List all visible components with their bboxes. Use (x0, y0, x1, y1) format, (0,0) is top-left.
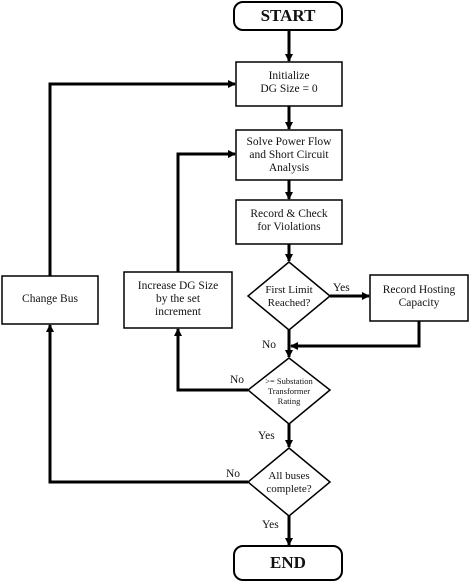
edge-yes-all-buses: Yes (262, 519, 279, 531)
arrow-substation-no (174, 328, 248, 392)
record-check-label: Record & Check for Violations (250, 208, 328, 234)
edge-no-all-buses: No (226, 468, 241, 480)
initialize-label: Initialize DG Size = 0 (260, 70, 318, 96)
change-bus-label: Change Bus (22, 293, 78, 305)
increase-dg-label: Increase DG Size by the set increment (137, 280, 219, 319)
initialize-box (235, 61, 343, 107)
record-check-box (235, 199, 343, 245)
start-label: START (260, 6, 316, 25)
all-buses-label: All buses complete? (266, 470, 312, 495)
arrow-increase-to-solve (176, 150, 236, 272)
arrow-change-bus-to-init (48, 80, 236, 276)
edge-yes-first-limit: Yes (333, 282, 350, 294)
first-limit-label: First Limit Reached? (265, 284, 313, 309)
increase-dg-box (123, 271, 233, 329)
solve-label: Solve Power Flow and Short Circuit Analy… (246, 136, 332, 175)
edge-no-substation: No (230, 374, 245, 386)
end-label: END (270, 553, 306, 572)
edge-yes-substation: Yes (258, 430, 275, 442)
arrow-all-buses-no (46, 324, 248, 484)
record-hosting-label: Record Hosting Capacity (382, 284, 456, 310)
end-terminal (233, 545, 343, 581)
substation-label: >= Substation Transformer Rating (265, 376, 313, 406)
edge-no-first-limit: No (262, 339, 277, 351)
arrow-record-hosting-return (290, 321, 421, 350)
solve-box (235, 129, 343, 181)
change-bus-box (1, 275, 99, 325)
